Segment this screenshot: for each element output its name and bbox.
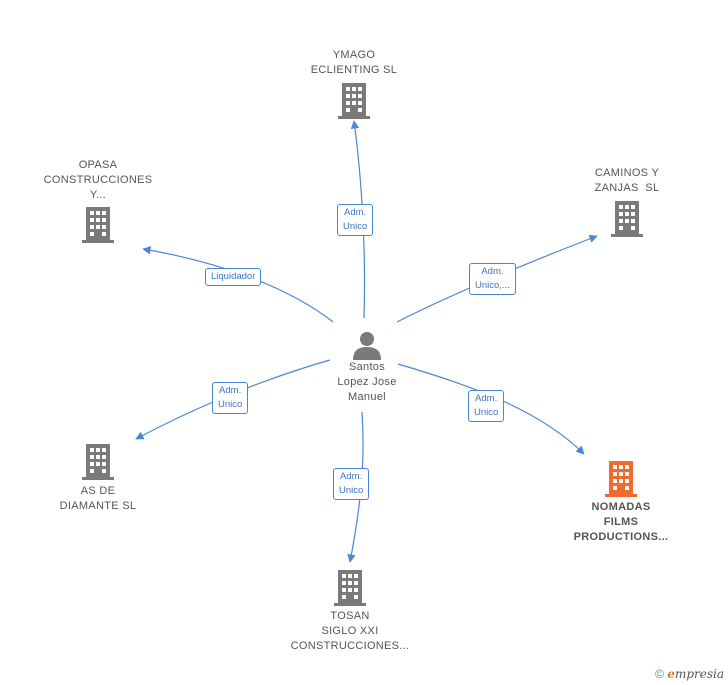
company-name-line: Y... — [89, 189, 107, 201]
building-icon — [338, 83, 370, 119]
company-name-line: CAMINOS Y — [594, 167, 660, 179]
center-name-line-2: Lopez Jose — [337, 376, 397, 388]
company-name-line: ECLIENTING SL — [310, 64, 398, 76]
edge-label-diamante[interactable]: Adm. Unico — [212, 382, 249, 414]
edge-label-line: Adm. — [340, 471, 363, 482]
building-icon — [611, 201, 643, 237]
edge-label-line: Adm. — [344, 207, 367, 218]
company-name-line: AS DE — [80, 485, 116, 497]
edge-label-line: Liquidador — [211, 271, 256, 282]
company-name-line: OPASA — [78, 159, 118, 171]
company-name-line: TOSAN — [330, 610, 370, 622]
person-icon — [353, 332, 381, 360]
company-node-diamante[interactable]: AS DE DIAMANTE SL — [38, 444, 158, 514]
company-name-line: SIGLO XXI — [321, 625, 379, 637]
company-name-line: PRODUCTIONS... — [573, 531, 669, 543]
copyright-symbol: © — [655, 667, 664, 681]
edge-label-line: Unico,... — [475, 280, 510, 291]
edge-label-tosan[interactable]: Adm. Unico — [333, 468, 370, 500]
company-name-line: CONSTRUCCIONES — [43, 174, 153, 186]
company-name-line: CONSTRUCCIONES... — [290, 640, 410, 652]
center-name-line-3: Manuel — [348, 391, 386, 403]
company-name-line: YMAGO — [332, 49, 376, 61]
edge-label-caminos[interactable]: Adm. Unico,... — [469, 263, 516, 295]
company-node-caminos[interactable]: CAMINOS Y ZANJAS SL — [567, 166, 687, 237]
edge-label-nomadas[interactable]: Adm. Unico — [468, 390, 505, 422]
edge-label-line: Unico — [474, 407, 499, 418]
company-name-line: NOMADAS — [591, 501, 651, 513]
edge-label-line: Adm. — [481, 266, 504, 277]
edge-label-line: Unico — [339, 485, 364, 496]
center-person-node[interactable]: Santos Lopez Jose Manuel — [317, 330, 417, 405]
center-name-line-1: Santos — [348, 361, 386, 373]
footer-brand[interactable]: © empresia — [655, 667, 724, 681]
company-node-tosan[interactable]: TOSAN SIGLO XXI CONSTRUCCIONES... — [280, 570, 420, 654]
company-name-line: FILMS — [603, 516, 639, 528]
edge-label-ymago[interactable]: Adm. Unico — [337, 204, 374, 236]
building-icon — [605, 461, 637, 497]
company-name-line: DIAMANTE SL — [59, 500, 137, 512]
edge-label-opasa[interactable]: Liquidador — [205, 268, 262, 286]
company-node-ymago[interactable]: YMAGO ECLIENTING SL — [294, 48, 414, 119]
edge-label-line: Unico — [218, 399, 243, 410]
brand-logo: empresia — [667, 667, 724, 681]
edge-label-line: Adm. — [219, 385, 242, 396]
building-icon — [82, 207, 114, 243]
building-icon — [334, 570, 366, 606]
edge-label-line: Unico — [343, 221, 368, 232]
edge-label-line: Adm. — [475, 393, 498, 404]
company-node-opasa[interactable]: OPASA CONSTRUCCIONES Y... — [38, 158, 158, 243]
company-node-nomadas[interactable]: NOMADAS FILMS PRODUCTIONS... — [556, 461, 686, 545]
company-name-line: ZANJAS SL — [594, 182, 660, 194]
building-icon — [82, 444, 114, 480]
